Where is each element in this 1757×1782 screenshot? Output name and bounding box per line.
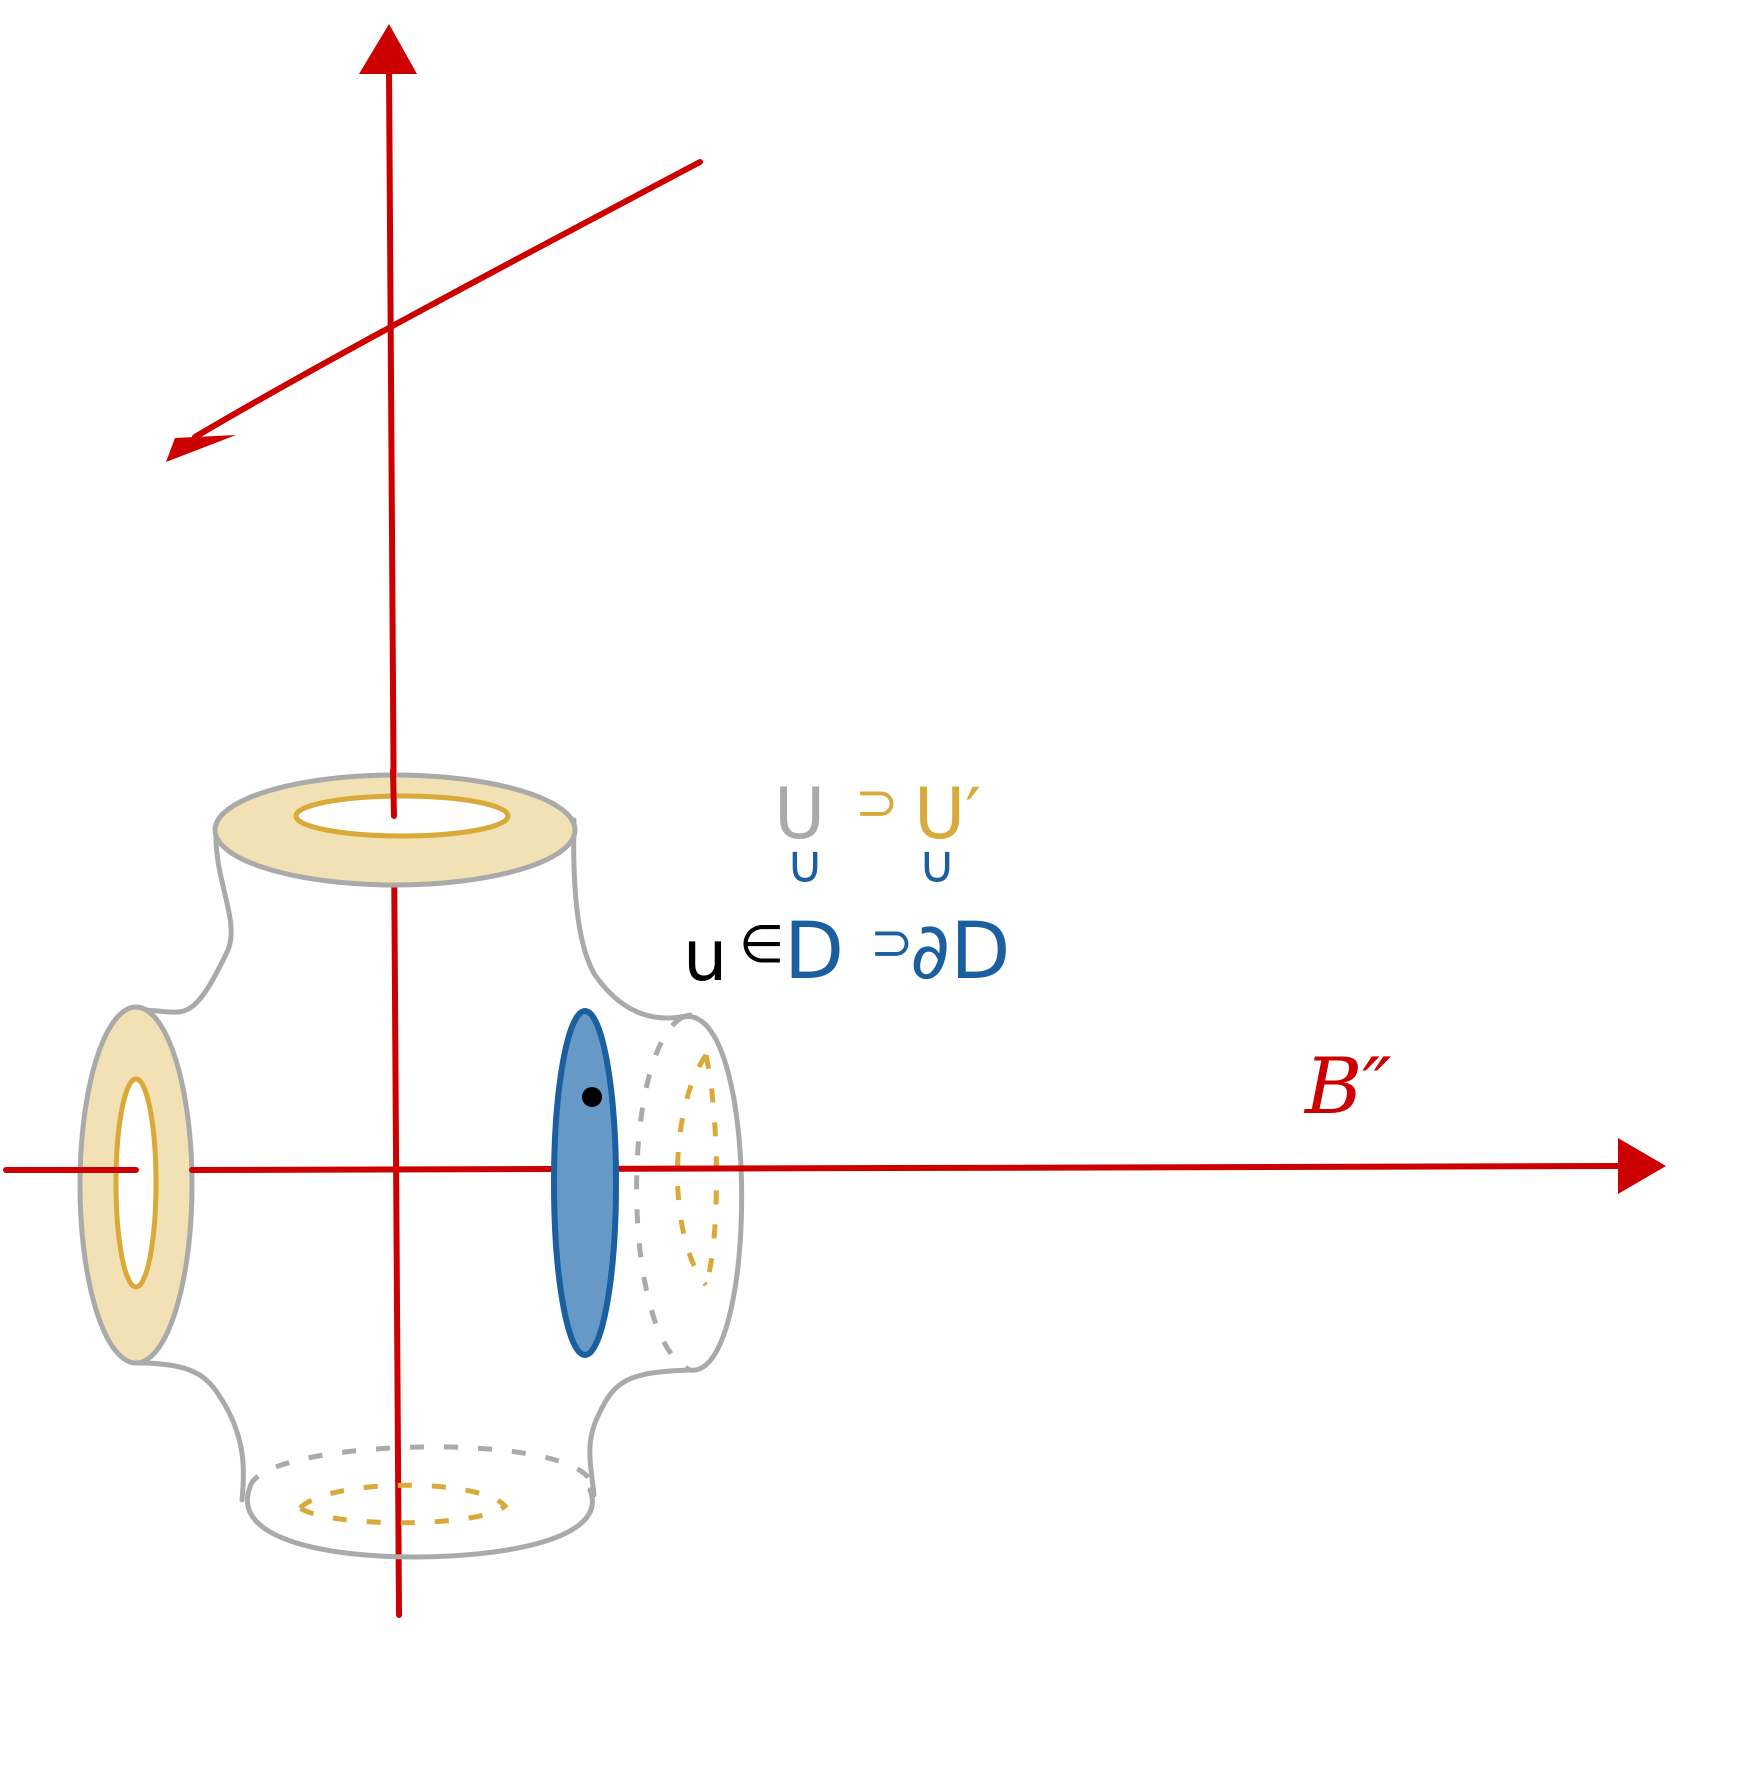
label-partial-D: ∂D xyxy=(910,907,1010,997)
label-B-double-prime: B″ xyxy=(1303,1042,1391,1132)
label-U: U xyxy=(774,773,825,855)
label-U-prime: U′ xyxy=(914,773,981,855)
top-annulus xyxy=(212,767,578,888)
diagonal-axis xyxy=(166,159,703,462)
label-u: u xyxy=(683,915,727,997)
bottom-rim xyxy=(245,1444,595,1560)
label-block: U ⊃ U′ ∪ ∪ u ∈ D ⊃ ∂D xyxy=(683,773,1010,997)
label-in: ∈ xyxy=(739,915,784,975)
arrowhead-up-icon xyxy=(359,24,417,74)
arrowhead-down-left-icon xyxy=(166,435,236,462)
label-subset-right: ∪ xyxy=(918,835,956,895)
horizontal-axis xyxy=(3,1138,1666,1194)
disk-D xyxy=(551,1008,619,1358)
label-supset-1: ⊃ xyxy=(855,773,899,833)
label-D: D xyxy=(784,907,844,997)
point-u xyxy=(582,1087,602,1107)
surface-body xyxy=(135,817,693,1503)
label-supset-2: ⊃ xyxy=(870,913,914,973)
arrowhead-right-icon xyxy=(1618,1138,1666,1194)
left-annulus xyxy=(77,1004,195,1366)
label-subset-left: ∪ xyxy=(786,835,824,895)
right-tube xyxy=(634,1014,745,1373)
